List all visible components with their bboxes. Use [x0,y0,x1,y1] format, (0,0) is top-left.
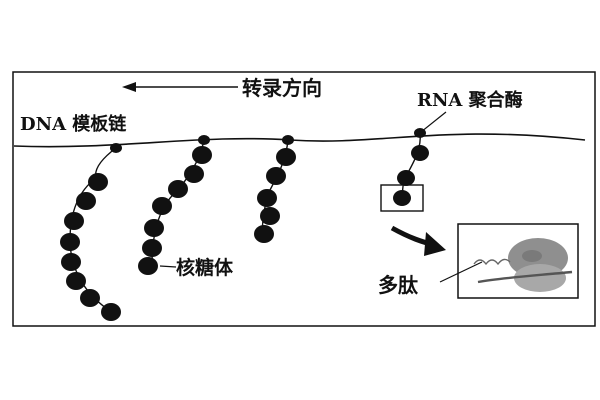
ribosome [168,180,188,198]
outer-frame [12,71,596,327]
rna-polymerase [110,143,122,153]
ribosome [257,189,277,207]
rna-polymerase-pointer [420,111,447,133]
ribosome [260,207,280,225]
ribosome [138,257,158,275]
mrna-strand-3 [254,135,296,243]
transcription-direction-arrow [122,82,238,92]
ribosome [60,233,80,251]
ribosome [266,167,286,185]
rna-polymerase [414,128,426,138]
ribosome [80,289,100,307]
ribosome [64,212,84,230]
ribosome [393,190,411,206]
ribosome [254,225,274,243]
mrna-strand-4 [393,128,429,206]
mrna-strand-2 [138,135,212,275]
ribosome-label: 核糖体 [176,256,234,279]
rna-polymerase [282,135,294,145]
ribosome [61,253,81,271]
ribosome [276,148,296,166]
direction-label: 转录方向 [242,76,322,100]
zoom-arrow [390,225,446,256]
polypeptide-label: 多肽 [378,273,419,297]
rna-polymerase [198,135,210,145]
ribosome [76,192,96,210]
dna-strand-label: DNA 模板链 [20,113,127,135]
ribosome [66,272,86,290]
polypeptide-pointer [439,261,483,283]
ribosome [192,146,212,164]
ribosome [411,145,429,161]
ribosome [88,173,108,191]
zoom-selection-box [380,184,424,212]
inset-ribosome-closeup [473,238,573,292]
ribosome-pointer [159,265,177,268]
rna-polymerase-label: RNA 聚合酶 [417,89,523,111]
ribosome [142,239,162,257]
ribosome [144,219,164,237]
ribosome [397,170,415,186]
mrna-strand-1 [60,143,122,321]
dna-template-strand [13,133,586,148]
ribosome [101,303,121,321]
ribosome [184,165,204,183]
ribosome [152,197,172,215]
